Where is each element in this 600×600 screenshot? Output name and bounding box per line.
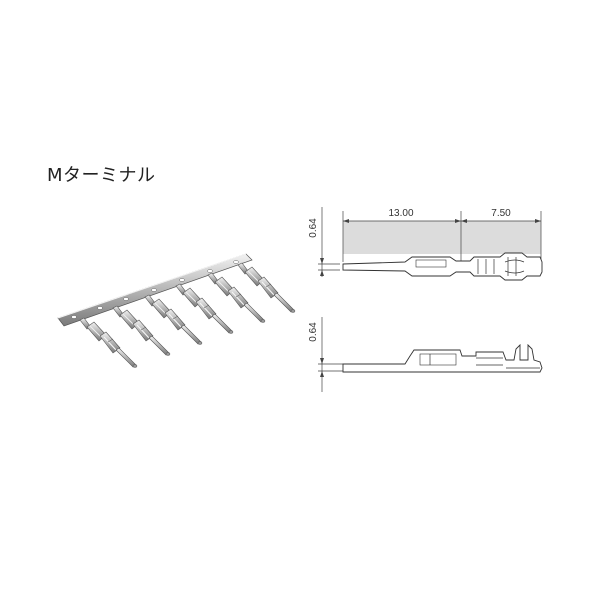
terminal-pin-1 [79, 317, 138, 369]
side-view-drawing [318, 317, 543, 392]
top-view-drawing [318, 207, 543, 281]
terminal-strip-illustration [57, 253, 296, 369]
diagram-title: Mターミナル [47, 165, 156, 186]
dimension-length-contact: 7.50 [491, 208, 511, 219]
dimension-length-crimp: 13.00 [388, 208, 413, 219]
dimension-thickness-side: 0.64 [308, 322, 319, 342]
dimension-thickness-top: 0.64 [308, 218, 319, 238]
